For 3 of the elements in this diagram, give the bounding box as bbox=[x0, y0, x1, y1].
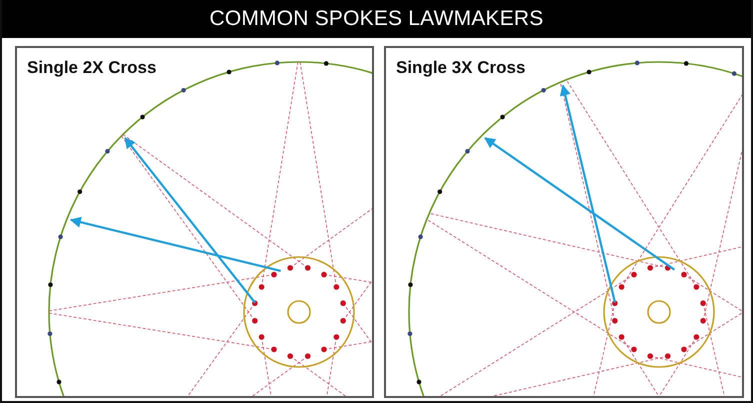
panel-heading: Single 3X Cross bbox=[396, 58, 526, 78]
panel-heading: Single 2X Cross bbox=[27, 58, 156, 78]
title-bar: COMMON SPOKES LAWMAKERS bbox=[2, 0, 751, 38]
